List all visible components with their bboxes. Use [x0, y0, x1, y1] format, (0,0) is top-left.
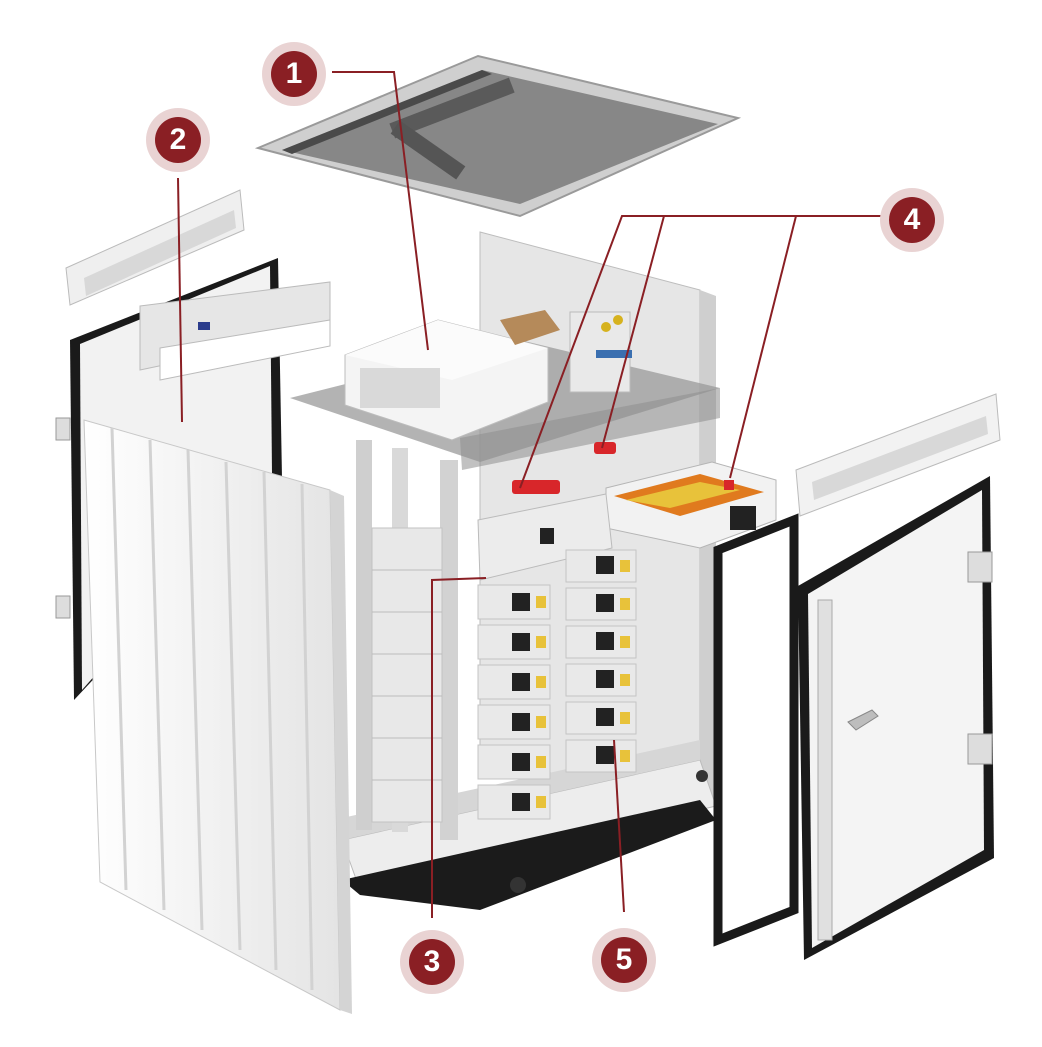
callout-badge-3: 3	[400, 930, 464, 994]
leader-line-4b	[601, 215, 665, 449]
battery-module-column-right	[565, 549, 637, 773]
callout-badge-2: 2	[146, 108, 210, 172]
handle-icon	[847, 709, 879, 731]
control-boxes	[460, 388, 720, 494]
terminal-icon	[601, 322, 611, 332]
top-electronics-unit	[344, 310, 632, 441]
callout-badge-1: 1	[262, 42, 326, 106]
leader-line-2	[177, 177, 183, 423]
leader-line-5	[613, 739, 625, 913]
left-side-panel	[83, 419, 352, 1014]
callout-badge-5: 5	[592, 928, 656, 992]
hinge-icon	[55, 417, 71, 441]
leader-lines	[177, 71, 882, 918]
battery-module-rack	[477, 493, 637, 820]
fan-icon	[730, 506, 756, 530]
leader-line-4c	[729, 215, 797, 479]
right-front-door	[795, 393, 1001, 960]
left-module-stack	[371, 527, 443, 823]
roof-panel	[254, 54, 742, 218]
leader-line-3	[431, 577, 487, 918]
battery-module-column-left	[477, 584, 551, 820]
hinge-icon	[967, 551, 993, 583]
leader-line-1	[332, 71, 429, 351]
vent-icon	[812, 416, 988, 500]
right-door-gasket	[713, 513, 799, 947]
callout-badge-4: 4	[880, 188, 944, 252]
battery-drawer	[605, 461, 777, 549]
